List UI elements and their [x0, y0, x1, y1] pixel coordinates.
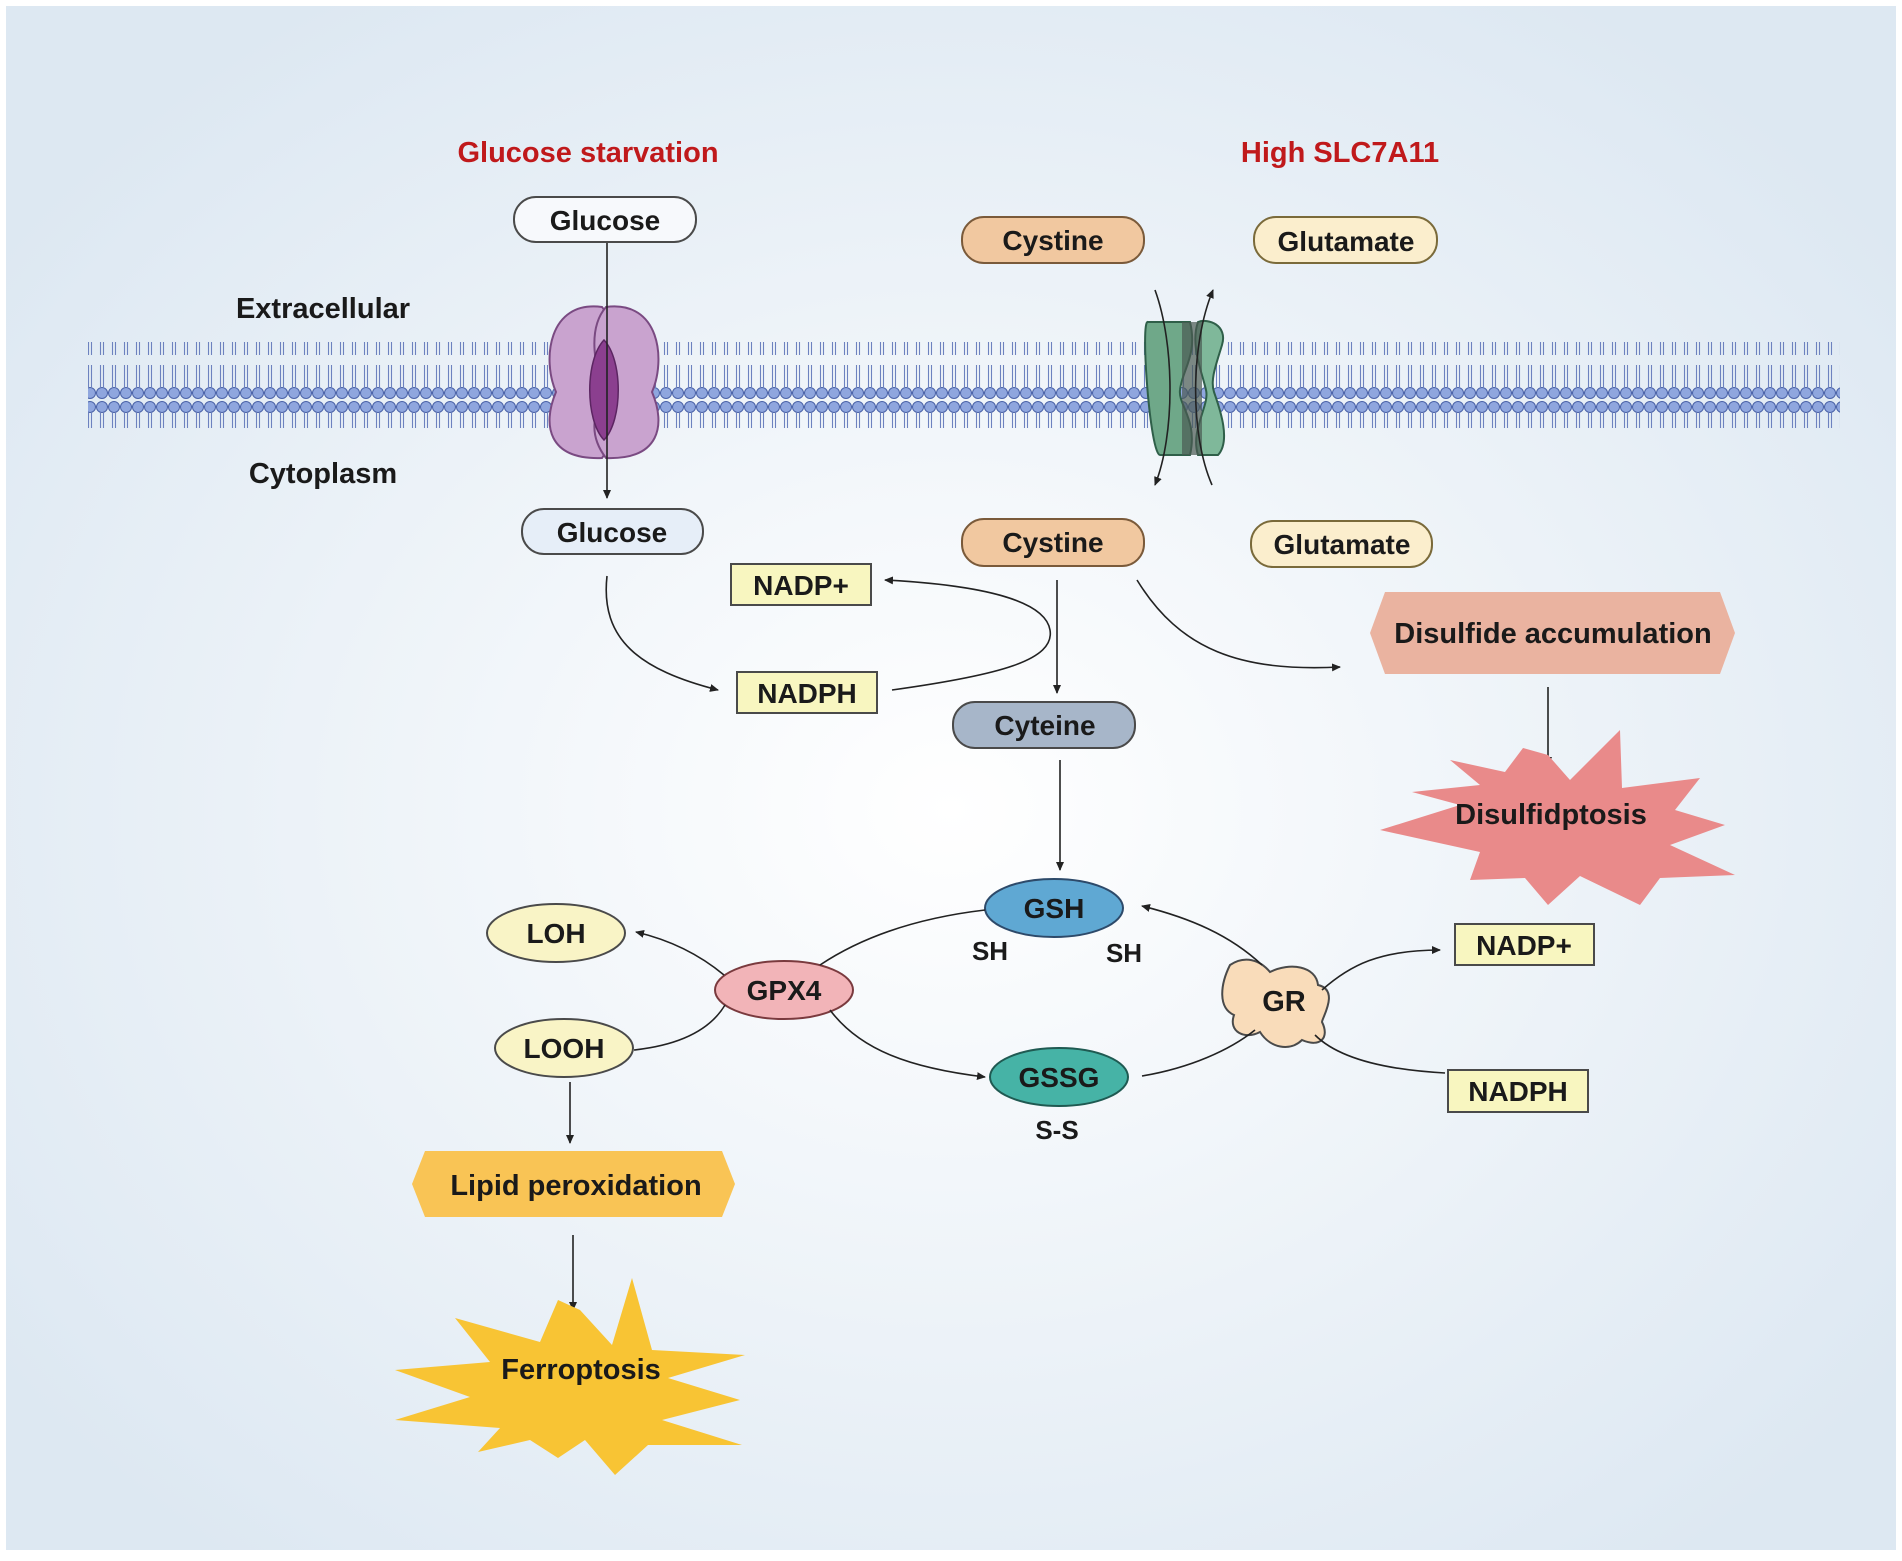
disulfide-accumulation-node: [1370, 592, 1735, 674]
lipid-peroxidation-label: Lipid peroxidation: [450, 1170, 701, 1202]
high-slc7a11-heading: High SLC7A11: [1241, 137, 1439, 169]
glucose-cytoplasm-label: Glucose: [557, 517, 667, 548]
gsh-node: [984, 878, 1124, 938]
nadp-plus-right-node: [1454, 923, 1595, 966]
nadph-to-nadp-arrow: [884, 576, 1052, 691]
loh-node: [486, 903, 626, 963]
cyteine-label: Cyteine: [994, 710, 1095, 741]
nadp-plus-top-node: [730, 563, 872, 606]
cell-membrane: [88, 342, 1840, 428]
glutamate-extracellular-node: [1253, 216, 1438, 264]
cytoplasm-label: Cytoplasm: [249, 458, 397, 490]
cystine-to-disulfide-arrow: [1136, 579, 1341, 672]
gr-to-nadp-arrow: [1321, 946, 1441, 991]
nadp-plus-right-label: NADP+: [1476, 930, 1572, 961]
gsh-to-gpx4-curve: [819, 909, 986, 966]
nadph-right-node: [1447, 1069, 1589, 1113]
disulfide-accumulation-label: Disulfide accumulation: [1394, 618, 1711, 650]
glucose-extracellular-label: Glucose: [550, 205, 660, 236]
looh-label: LOOH: [524, 1033, 605, 1064]
gsh-label: GSH: [1024, 893, 1085, 924]
cystine-extracellular-node: [961, 216, 1145, 264]
looh-node: [494, 1018, 634, 1078]
extracellular-label: Extracellular: [236, 293, 410, 325]
glucose-cytoplasm-node: [521, 508, 704, 555]
looh-to-gpx4-curve: [633, 1004, 726, 1051]
gpx4-node: [714, 960, 854, 1020]
gssg-ss-label: S-S: [1035, 1115, 1078, 1145]
glutamate-cytoplasm-node: [1250, 520, 1433, 568]
gssg-label: GSSG: [1019, 1062, 1100, 1093]
disulfidptosis-label: Disulfidptosis: [1455, 799, 1647, 831]
gr-enzyme: [1221, 958, 1330, 1048]
glucose-starvation-heading: Glucose starvation: [457, 137, 718, 169]
cystine-import-arrow: [1154, 289, 1171, 486]
gr-to-gsh-arrow: [1141, 904, 1263, 966]
cyteine-node: [952, 701, 1136, 749]
glutamate-extracellular-label: Glutamate: [1278, 226, 1415, 257]
cystine-cytoplasm-node: [961, 518, 1145, 567]
glucose-transporter: [548, 305, 660, 460]
glucose-extracellular-node: [513, 196, 697, 243]
cystine-cytoplasm-label: Cystine: [1002, 527, 1103, 558]
slc7a11-transporter: [1144, 320, 1226, 456]
disulfidptosis-burst: [1380, 730, 1735, 905]
cystine-extracellular-label: Cystine: [1002, 225, 1103, 256]
nadph-top-label: NADPH: [757, 678, 857, 709]
gsh-sh-left-label: SH: [972, 936, 1008, 966]
gr-label: GR: [1262, 986, 1306, 1018]
glucose-to-nadph-arrow: [605, 575, 719, 692]
nadph-top-node: [736, 671, 878, 714]
loh-label: LOH: [526, 918, 585, 949]
gssg-node: [989, 1047, 1129, 1107]
nadph-to-gr-curve: [1314, 1034, 1446, 1074]
gpx4-to-gssg-arrow: [829, 1009, 986, 1081]
ferroptosis-burst: [395, 1278, 745, 1475]
gsh-sh-right-label: SH: [1106, 938, 1142, 968]
ferroptosis-label: Ferroptosis: [501, 1354, 661, 1386]
nadph-right-label: NADPH: [1468, 1076, 1568, 1107]
nadp-plus-top-label: NADP+: [753, 570, 849, 601]
gssg-to-gr-curve: [1141, 1029, 1256, 1077]
gpx4-to-loh-arrow: [635, 929, 725, 976]
lipid-peroxidation-node: [412, 1151, 735, 1217]
glutamate-cytoplasm-label: Glutamate: [1274, 529, 1411, 560]
gpx4-label: GPX4: [747, 975, 822, 1006]
glutamate-export-arrow: [1194, 289, 1214, 486]
